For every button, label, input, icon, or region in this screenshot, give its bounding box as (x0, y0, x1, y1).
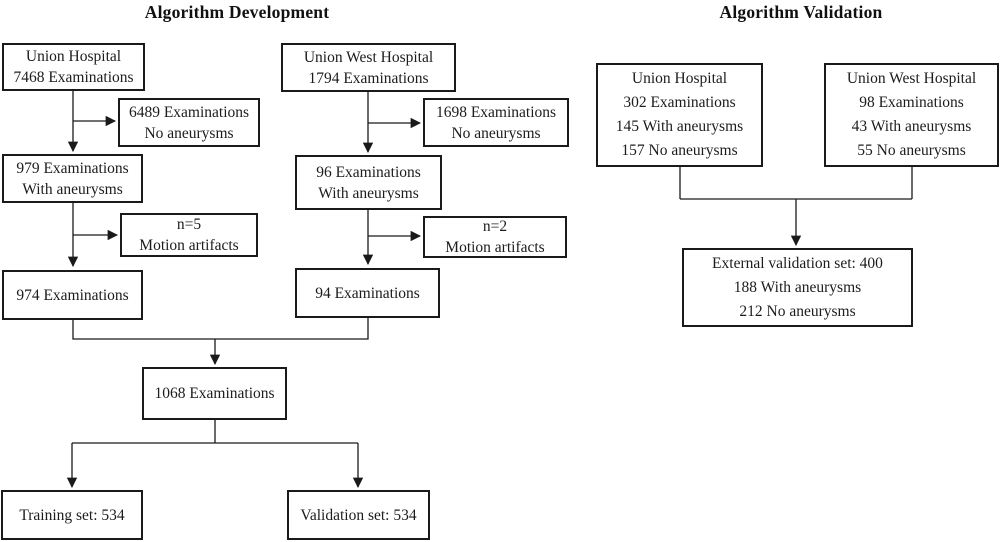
box-text: Union West Hospital (846, 70, 977, 87)
box-text: Motion artifacts (445, 239, 545, 256)
box-text: 302 Examinations (623, 94, 736, 111)
box-text: With aneurysms (318, 184, 419, 202)
box-text: 145 With aneurysms (615, 118, 744, 135)
dev-remaining-uwh-box: 94 Examinations (295, 268, 440, 318)
box-text: Union Hospital (25, 48, 122, 65)
box-text: With aneurysms (22, 180, 123, 198)
box-text: 1794 Examinations (308, 69, 429, 87)
box-text: 1698 Examinations (435, 103, 557, 121)
dev-remaining-uh-box: 974 Examinations (2, 270, 143, 320)
val-union-hospital-box: Union Hospital 302 Examinations 145 With… (596, 63, 763, 167)
box-text: No aneurysms (144, 124, 234, 142)
dev-training-set-box: Training set: 534 (1, 490, 143, 540)
val-union-west-hospital-box: Union West Hospital 98 Examinations 43 W… (824, 63, 999, 167)
box-text: 188 With aneurysms (733, 278, 862, 296)
dev-with-aneurysms-uwh-box: 96 Examinations With aneurysms (295, 155, 442, 210)
box-text: 974 Examinations (16, 286, 129, 304)
box-text: 55 No aneurysms (857, 142, 966, 159)
dev-union-hospital-box: Union Hospital 7468 Examinations (2, 43, 145, 91)
box-text: 212 No aneurysms (739, 302, 856, 320)
box-text: 43 With aneurysms (851, 118, 972, 135)
box-text: 7468 Examinations (13, 69, 134, 86)
box-text: n=5 (176, 216, 202, 233)
validation-section-title: Algorithm Validation (719, 2, 883, 22)
dev-excluded-no-aneurysms-uwh-box: 1698 Examinations No aneurysms (423, 98, 569, 147)
dev-with-aneurysms-uh-box: 979 Examinations With aneurysms (2, 154, 143, 203)
box-text: 6489 Examinations (128, 103, 250, 121)
box-text: 98 Examinations (859, 94, 964, 111)
box-text: 94 Examinations (315, 284, 420, 302)
box-text: Motion artifacts (139, 237, 239, 254)
development-section-title: Algorithm Development (144, 2, 330, 22)
box-text: Training set: 534 (19, 506, 125, 524)
box-text: No aneurysms (451, 124, 541, 142)
box-text: 96 Examinations (316, 163, 421, 181)
dev-union-west-hospital-box: Union West Hospital 1794 Examinations (281, 43, 456, 92)
box-text: Union West Hospital (303, 48, 434, 66)
box-text: 1068 Examinations (154, 385, 275, 402)
val-external-validation-set-box: External validation set: 400 188 With an… (682, 248, 913, 327)
dev-combined-examinations-box: 1068 Examinations (142, 367, 287, 420)
dev-validation-set-box: Validation set: 534 (287, 490, 430, 540)
box-text: External validation set: 400 (712, 254, 883, 272)
box-text: 979 Examinations (16, 159, 129, 177)
dev-motion-artifacts-uh-box: n=5 Motion artifacts (120, 213, 258, 257)
box-text: n=2 (482, 218, 508, 235)
dev-excluded-no-aneurysms-uh-box: 6489 Examinations No aneurysms (118, 98, 260, 147)
box-text: Union Hospital (631, 70, 728, 87)
box-text: 157 No aneurysms (621, 142, 738, 159)
dev-motion-artifacts-uwh-box: n=2 Motion artifacts (423, 216, 567, 258)
box-text: Validation set: 534 (300, 506, 417, 524)
